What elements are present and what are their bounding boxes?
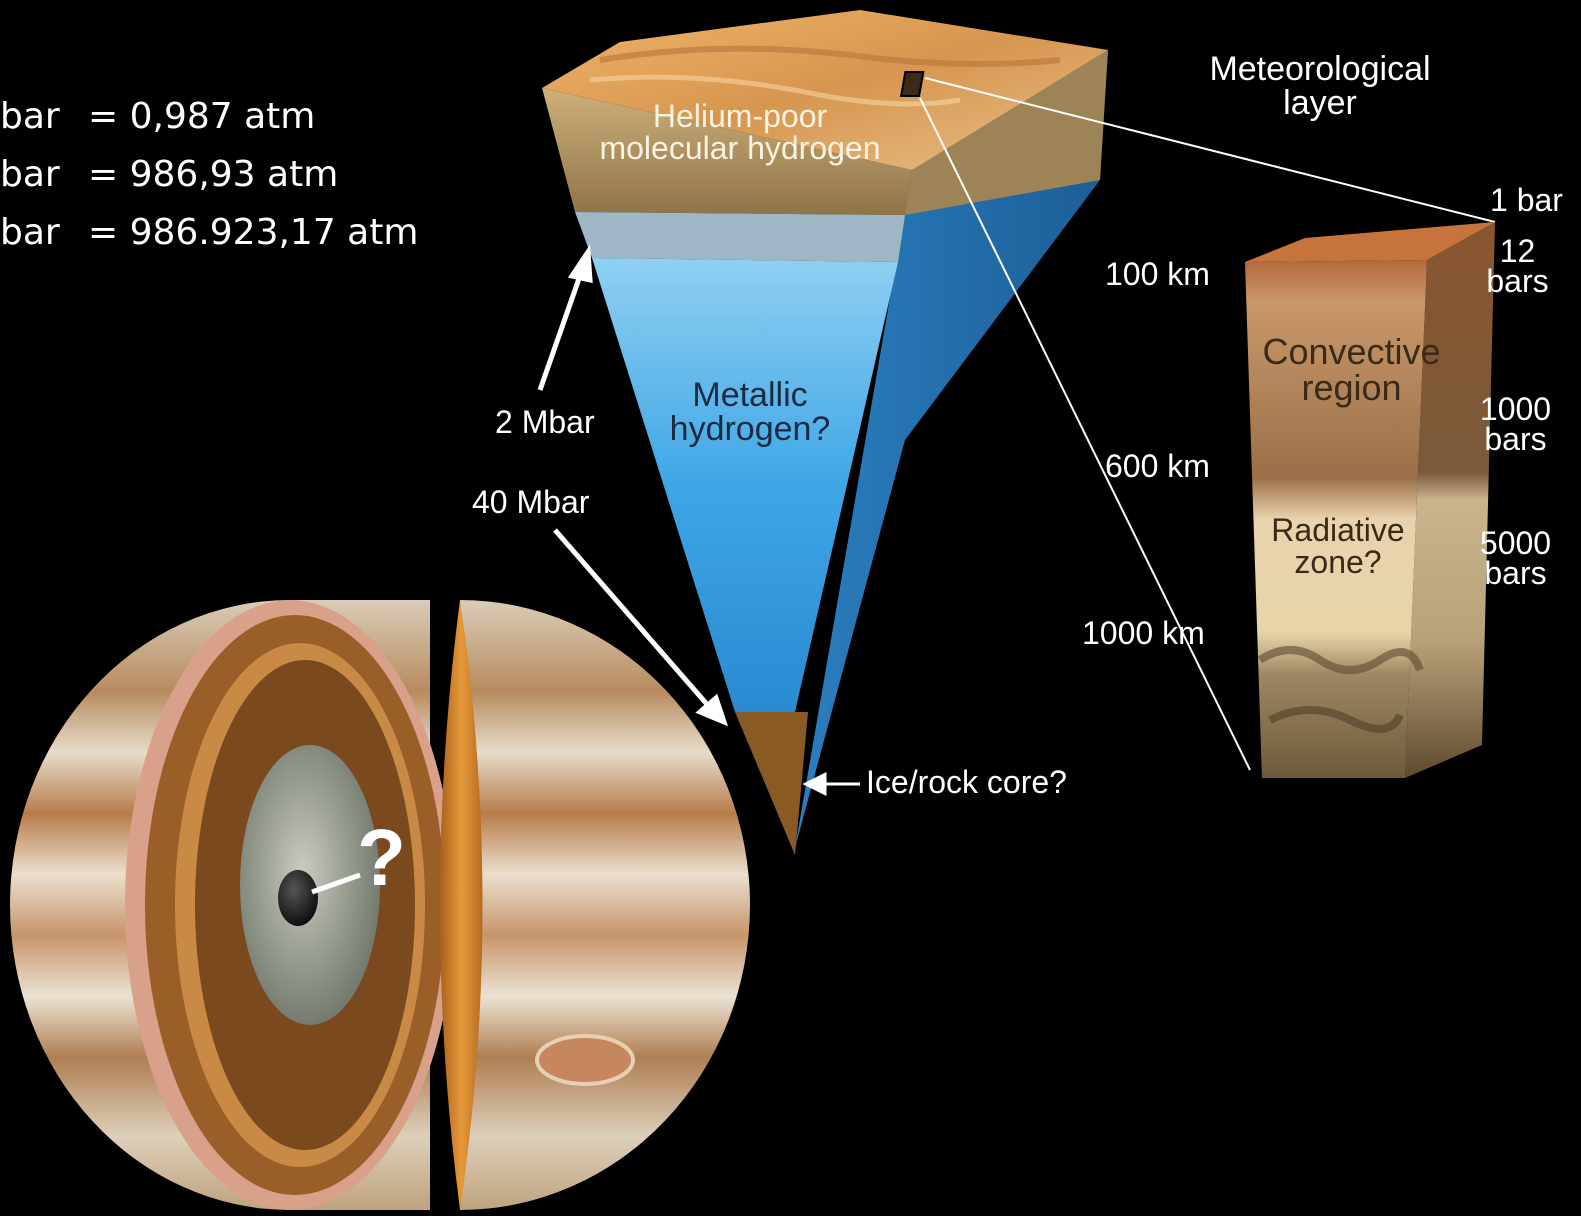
- transition-band: [575, 212, 905, 262]
- conversion-row: bar = 986.923,17 atm: [0, 204, 418, 262]
- pressure-5000bars-label: 5000 bars: [1479, 525, 1552, 592]
- great-red-spot: [535, 1034, 635, 1086]
- arrow-2mbar-head: [567, 244, 593, 284]
- meteorological-column: [1245, 222, 1495, 778]
- column-side-face: [1405, 222, 1495, 778]
- unit-conversions: bar = 0,987 atm bar = 986,93 atm bar = 9…: [0, 88, 418, 262]
- conversion-value: = 986,93 atm: [88, 154, 339, 195]
- wedge-side-tan: [905, 50, 1108, 215]
- jupiter-right-cutface: [440, 600, 483, 1210]
- pressure-1bar-label: 1 bar: [1490, 182, 1563, 218]
- metallic-hydrogen-label: Metallic hydrogen?: [669, 376, 831, 448]
- meteorological-box-marker: [899, 71, 925, 97]
- depth-600km-label: 600 km: [1105, 448, 1210, 484]
- helium-poor-label: Helium-poor molecular hydrogen: [599, 98, 881, 166]
- depth-100km-label: 100 km: [1105, 256, 1210, 292]
- metallic-hydrogen-layer: [592, 258, 898, 712]
- zoom-line-top: [924, 77, 1496, 223]
- radiative-zone-label: Radiative zone?: [1271, 512, 1405, 580]
- column-top: [1245, 222, 1495, 262]
- core-label: Ice/rock core?: [866, 764, 1067, 800]
- pressure-12bars-label: 12 bars: [1486, 233, 1549, 300]
- meteorological-layer-title: Meteorological layer: [1209, 50, 1431, 122]
- depth-1000km-label: 1000 km: [1082, 615, 1205, 651]
- arrow-40mbar-head: [695, 693, 729, 727]
- black-core: [278, 870, 318, 926]
- pressure-arrows: [537, 244, 860, 797]
- convective-region-label: Convective region: [1262, 331, 1441, 408]
- pressure-40mbar-label: 40 Mbar: [472, 484, 590, 520]
- wedge-slice: [542, 10, 1108, 855]
- core-question-mark: ?: [357, 813, 406, 902]
- arrow-40mbar: [553, 528, 714, 712]
- zoom-line-bottom: [919, 97, 1251, 771]
- conversion-value: = 0,987 atm: [88, 96, 316, 137]
- conversion-row: bar = 986,93 atm: [0, 146, 418, 204]
- arrow-2mbar: [537, 269, 585, 391]
- jupiter-cutaway: [10, 600, 750, 1210]
- molecular-hydrogen-layer: [542, 88, 912, 215]
- jupiter-right-hemisphere: [460, 600, 750, 1210]
- conversion-unit: bar: [0, 154, 60, 195]
- pressure-2mbar-label: 2 Mbar: [495, 404, 595, 440]
- conversion-unit: bar: [0, 96, 60, 137]
- conversion-row: bar = 0,987 atm: [0, 88, 418, 146]
- core-pointer: [311, 872, 361, 895]
- conversion-unit: bar: [0, 212, 60, 253]
- core-tip: [735, 712, 808, 855]
- conversion-value: = 986.923,17 atm: [88, 212, 419, 253]
- wedge-side-face: [795, 50, 1108, 848]
- arrow-core-head: [802, 771, 827, 797]
- pressure-1000bars-label: 1000 bars: [1479, 391, 1552, 458]
